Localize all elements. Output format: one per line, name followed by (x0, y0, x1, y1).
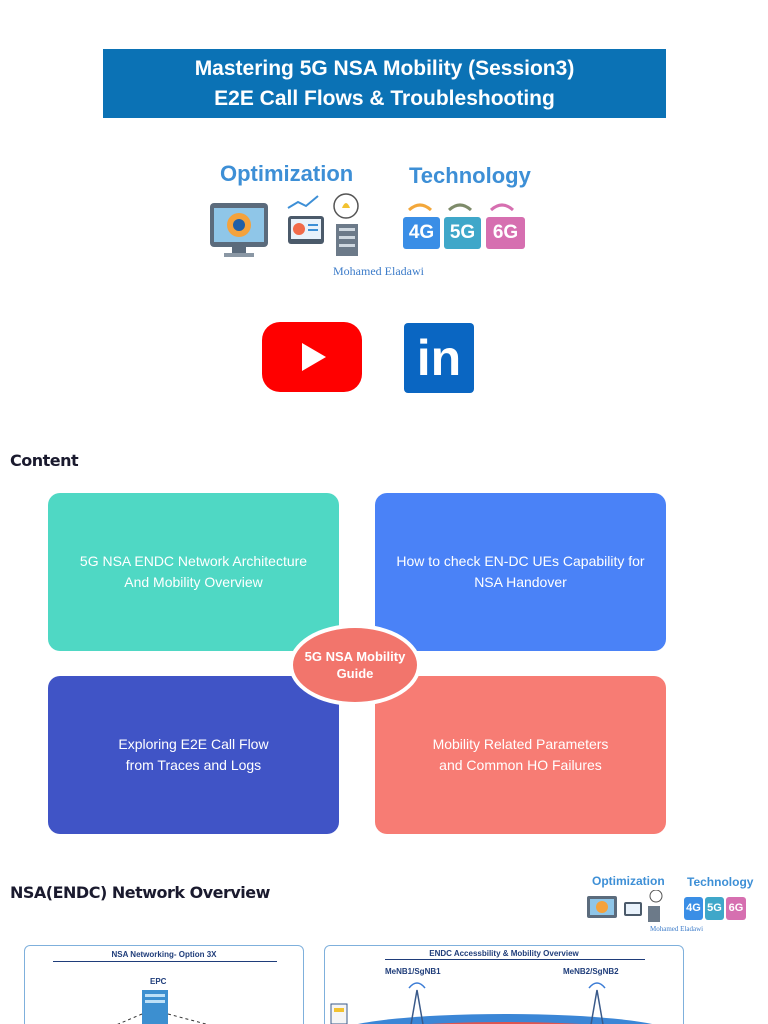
title-line-2: E2E Call Flows & Troubleshooting (214, 87, 555, 110)
quadrant-text: 5G NSA ENDC Network Architecture And Mob… (79, 553, 308, 590)
badge-text: 5G NSA Mobility Guide (304, 649, 406, 681)
author-name-small: Mohamed Eladawi (650, 925, 704, 933)
content-heading: Content (10, 451, 79, 470)
divider (385, 959, 645, 960)
diagram-nsa-option-3x: NSA Networking- Option 3X EPC (24, 945, 304, 1024)
quadrant-text: Mobility Related Parameters and Common H… (432, 736, 609, 773)
youtube-icon[interactable] (262, 322, 362, 392)
title-banner: Mastering 5G NSA Mobility (Session3) E2E… (103, 49, 666, 118)
content-quadrant-capability[interactable]: How to check EN-DC UEs Capability for NS… (375, 493, 666, 651)
brand-optimization: Optimization (220, 161, 354, 186)
wifi-signal-icon (407, 203, 515, 212)
diagram-title: ENDC Accessbility & Mobility Overview (429, 949, 579, 958)
overview-heading: NSA(ENDC) Network Overview (10, 883, 270, 902)
menb2-label: MeNB2/SgNB2 (563, 967, 619, 976)
play-icon (302, 343, 326, 371)
content-quadrant-parameters[interactable]: Mobility Related Parameters and Common H… (375, 676, 666, 834)
title-slide: Mastering 5G NSA Mobility (Session3) E2E… (0, 0, 768, 430)
quadrant-text: How to check EN-DC UEs Capability for NS… (396, 553, 645, 590)
brand-technology-small: Technology (687, 875, 754, 889)
diagram-title: NSA Networking- Option 3X (111, 950, 217, 959)
title-line-1: Mastering 5G NSA Mobility (Session3) (194, 57, 575, 80)
author-name: Mohamed Eladawi (333, 264, 424, 278)
menb1-label: MeNB1/SgNB1 (385, 967, 441, 976)
analytics-server-icon (287, 193, 359, 256)
optimization-icons-small (587, 890, 663, 922)
cell-coverage-graphic (330, 982, 653, 1024)
content-quadrant-call-flow[interactable]: Exploring E2E Call Flow from Traces and … (48, 676, 339, 834)
quadrant-text: Exploring E2E Call Flow from Traces and … (118, 736, 269, 773)
epc-server-icon (117, 990, 208, 1024)
epc-label: EPC (150, 977, 167, 986)
mobility-guide-badge: 5G NSA Mobility Guide (289, 624, 421, 706)
linkedin-icon[interactable]: in (404, 323, 474, 393)
gen-6g-tile-small: 6G (726, 897, 746, 920)
monitor-gear-icon (210, 203, 268, 257)
gen-4g-tile: 4G (403, 217, 440, 249)
gen-5g-tile: 5G (444, 217, 481, 249)
content-quadrant-architecture[interactable]: 5G NSA ENDC Network Architecture And Mob… (48, 493, 339, 651)
brand-technology: Technology (409, 163, 531, 188)
divider (53, 961, 277, 962)
diagram-endc-overview: ENDC Accessbility & Mobility Overview Me… (324, 945, 684, 1024)
gen-5g-tile-small: 5G (705, 897, 724, 920)
brand-optimization-small: Optimization (592, 874, 665, 888)
gen-4g-tile-small: 4G (684, 897, 703, 920)
gen-6g-tile: 6G (486, 217, 525, 249)
